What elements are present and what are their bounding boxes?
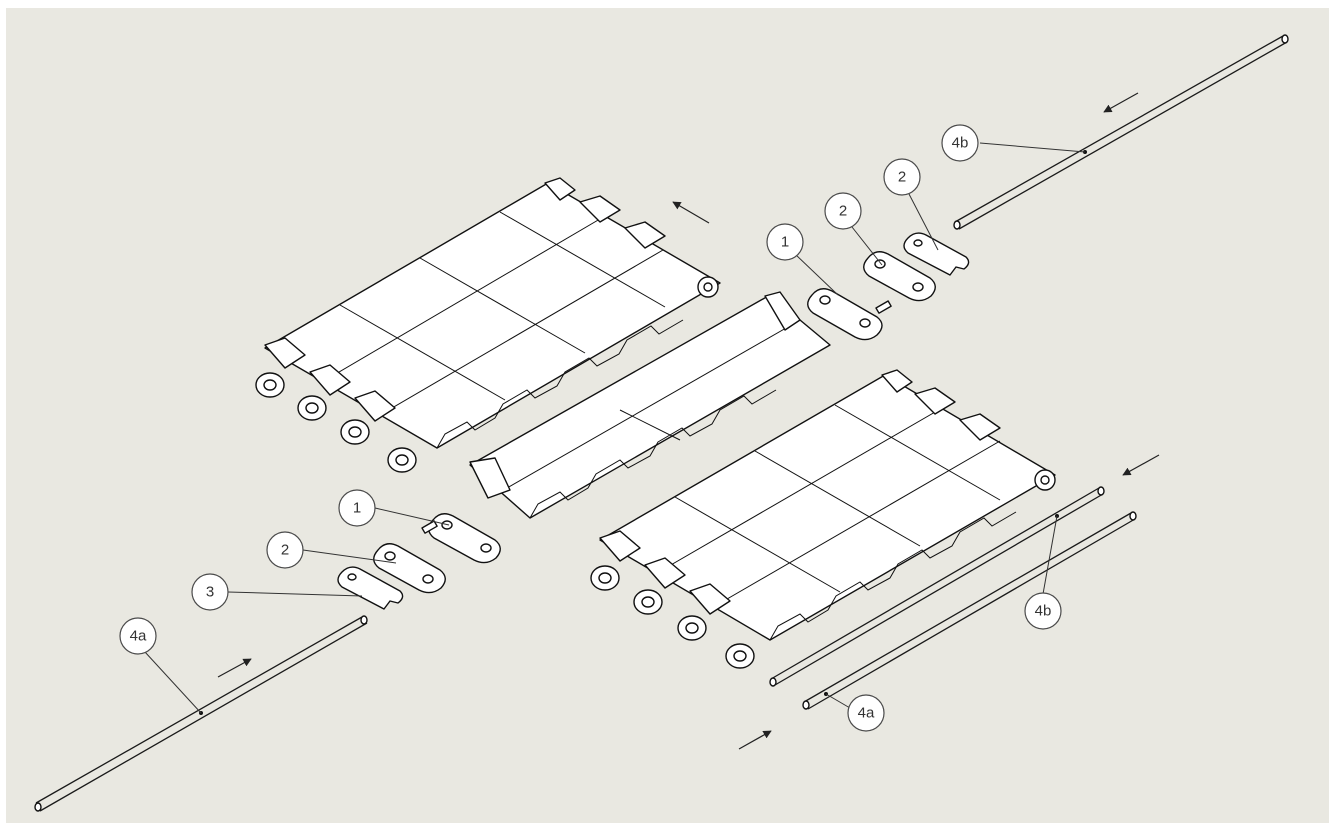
arrow-bottom-center-icon bbox=[738, 730, 772, 750]
spring-clip-bottom bbox=[337, 566, 404, 610]
callout-label: 4b bbox=[1035, 603, 1052, 620]
link-plate-bottom bbox=[373, 543, 446, 594]
callout-3: 3 bbox=[191, 573, 363, 611]
callout-label: 2 bbox=[281, 542, 289, 559]
arrow-bottom-left-icon bbox=[217, 658, 252, 678]
callout-4b-right: 4b bbox=[1024, 515, 1062, 630]
rod-4a-right bbox=[802, 511, 1137, 710]
callout-label: 4a bbox=[130, 628, 147, 645]
callout-label: 1 bbox=[353, 500, 361, 517]
chain-segment-bottom-right bbox=[590, 369, 1056, 669]
callout-2-top-b: 2 bbox=[824, 192, 883, 266]
callout-label: 3 bbox=[206, 584, 214, 601]
callout-1-bottom: 1 bbox=[338, 489, 450, 527]
callout-1-top: 1 bbox=[766, 223, 839, 296]
chain-plate-middle bbox=[469, 291, 831, 519]
arrow-top-left-icon bbox=[672, 201, 710, 224]
pin-link-top bbox=[807, 288, 892, 341]
callout-label: 4b bbox=[952, 135, 969, 152]
spring-clip-top bbox=[903, 232, 970, 276]
chain-segment-top-left bbox=[255, 177, 721, 473]
callout-4b-top: 4b bbox=[941, 124, 1086, 162]
callout-4a-right: 4a bbox=[825, 693, 885, 732]
callout-label: 2 bbox=[839, 203, 847, 220]
callout-2-bottom: 2 bbox=[266, 531, 397, 569]
arrow-top-right-icon bbox=[1103, 92, 1139, 113]
callout-label: 1 bbox=[781, 234, 789, 251]
callout-label: 4a bbox=[858, 705, 875, 722]
callout-label: 2 bbox=[898, 169, 906, 186]
callout-2-top-a: 2 bbox=[883, 158, 939, 251]
rod-4a-left bbox=[34, 615, 368, 812]
pin-link-bottom bbox=[421, 513, 501, 564]
callout-4a-left: 4a bbox=[119, 617, 202, 714]
arrow-mid-right-icon bbox=[1122, 454, 1160, 476]
rod-4b-right bbox=[769, 486, 1105, 687]
